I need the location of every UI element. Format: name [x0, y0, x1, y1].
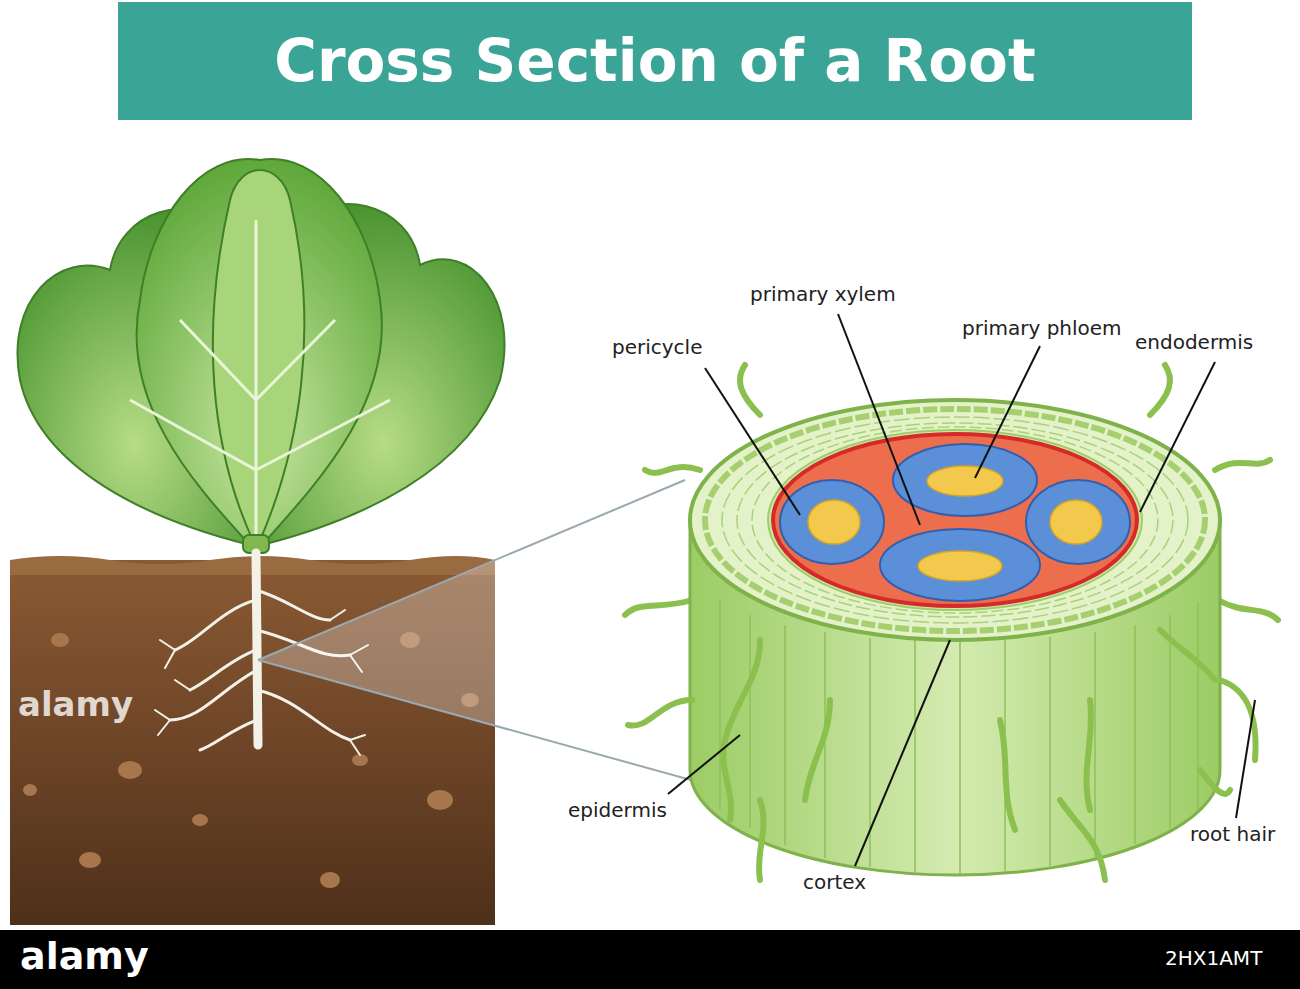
image-id: 2HX1AMT [1165, 946, 1262, 970]
stele [773, 434, 1137, 606]
bottom-bar [0, 930, 1300, 989]
part-label: epidermis [568, 798, 667, 822]
vascular-bundles [780, 444, 1130, 601]
watermark: alamy [18, 684, 133, 724]
part-label: primary phloem [962, 316, 1122, 340]
watermark-logo: alamy [20, 934, 149, 978]
leader-lines [668, 314, 1255, 866]
zoom-line [258, 480, 685, 660]
zoom-line [258, 660, 745, 795]
epidermis-layer [705, 409, 1205, 631]
root-top-face [690, 400, 1220, 640]
part-label: cortex [803, 870, 866, 894]
phloem-cores [808, 466, 1102, 581]
zoom-area [258, 480, 745, 795]
part-label: root hair [1190, 822, 1275, 846]
endodermis-layer [768, 430, 1142, 610]
cortex-cells [722, 417, 1188, 623]
root-hairs-front [628, 630, 1256, 880]
part-label: primary xylem [750, 282, 896, 306]
title-banner: Cross Section of a Root [118, 2, 1192, 120]
part-label: endodermis [1135, 330, 1253, 354]
lettuce-plant [17, 159, 504, 545]
part-label: pericycle [612, 335, 702, 359]
title: Cross Section of a Root [274, 27, 1035, 95]
